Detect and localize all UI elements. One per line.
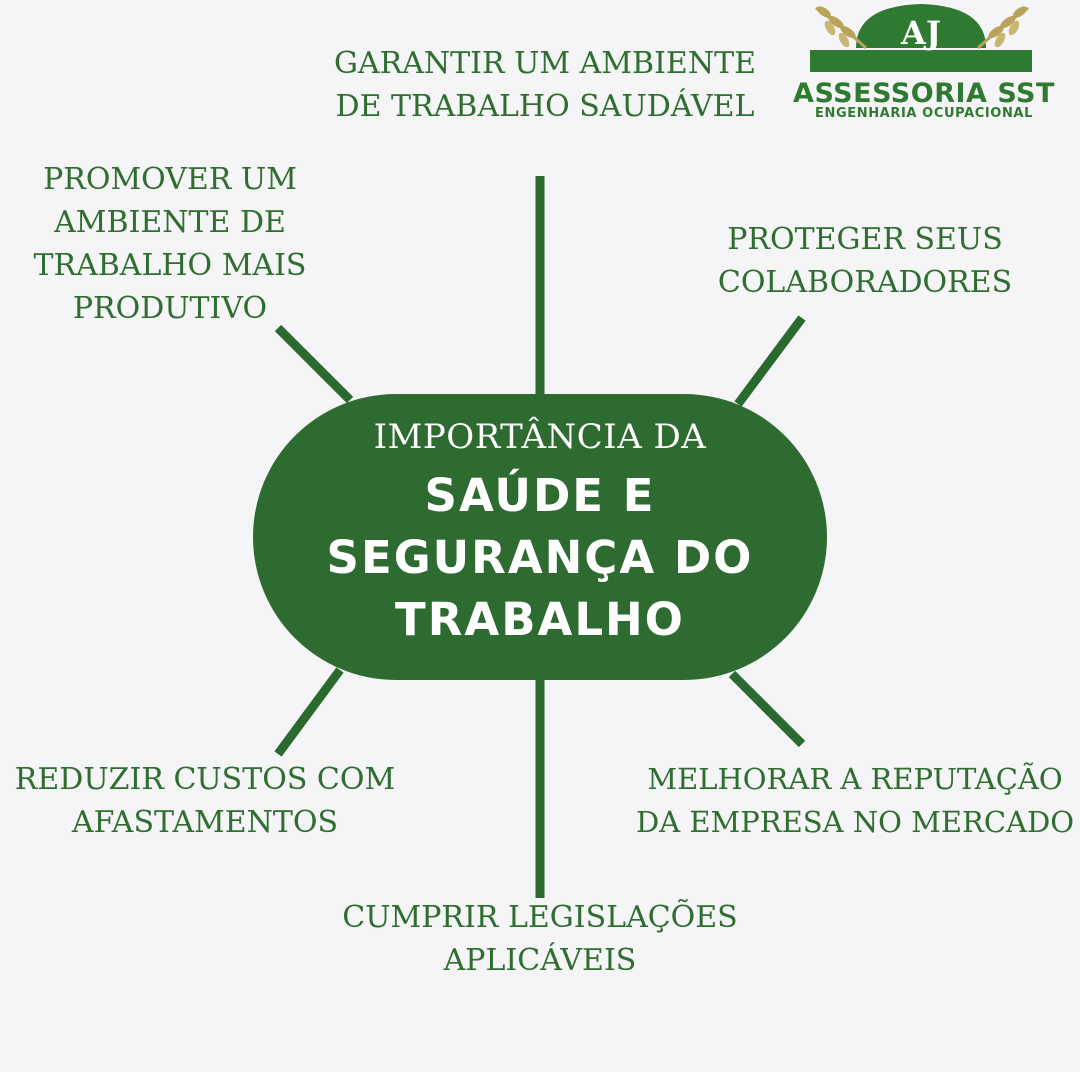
connector-top-right bbox=[734, 315, 806, 407]
central-topic-kicker: IMPORTÂNCIA DA bbox=[373, 417, 707, 457]
laurel-branch-icon bbox=[815, 6, 868, 50]
laurel-branch-icon bbox=[976, 6, 1029, 50]
logo-tagline: ENGENHARIA OCUPACIONAL bbox=[815, 106, 1033, 121]
topic-legal-compliance: CUMPRIR LEGISLAÇÕES APLICÁVEIS bbox=[342, 900, 738, 978]
topic-protect-employees: PROTEGER SEUS COLABORADORES bbox=[717, 222, 1013, 300]
topic-company-reputation: MELHORAR A REPUTAÇÃO DA EMPRESA NO MERCA… bbox=[635, 762, 1075, 839]
central-topic-title: SAÚDE E SEGURANÇA DO TRABALHO bbox=[326, 469, 754, 646]
connector-bottom-left bbox=[274, 667, 344, 757]
connector-bottom-right bbox=[728, 670, 806, 748]
central-topic: IMPORTÂNCIA DA SAÚDE E SEGURANÇA DO TRAB… bbox=[253, 394, 827, 680]
logo-company-name: ASSESSORIA SST bbox=[793, 78, 1055, 109]
logo-emblem bbox=[810, 4, 1032, 72]
connector-top-left bbox=[274, 324, 354, 404]
topic-healthy-environment: GARANTIR UM AMBIENTE DE TRABALHO SAUDÁVE… bbox=[334, 46, 756, 124]
topic-reduce-leave-costs: REDUZIR CUSTOS COM AFASTAMENTOS bbox=[14, 762, 396, 840]
topic-productive-environment: PROMOVER UM AMBIENTE DE TRABALHO MAIS PR… bbox=[33, 162, 307, 326]
brand-logo: AJ ASSESSORIA SST ENGENHARIA OCUPACIONAL bbox=[788, 0, 1080, 132]
logo-monogram: AJ bbox=[901, 14, 941, 52]
